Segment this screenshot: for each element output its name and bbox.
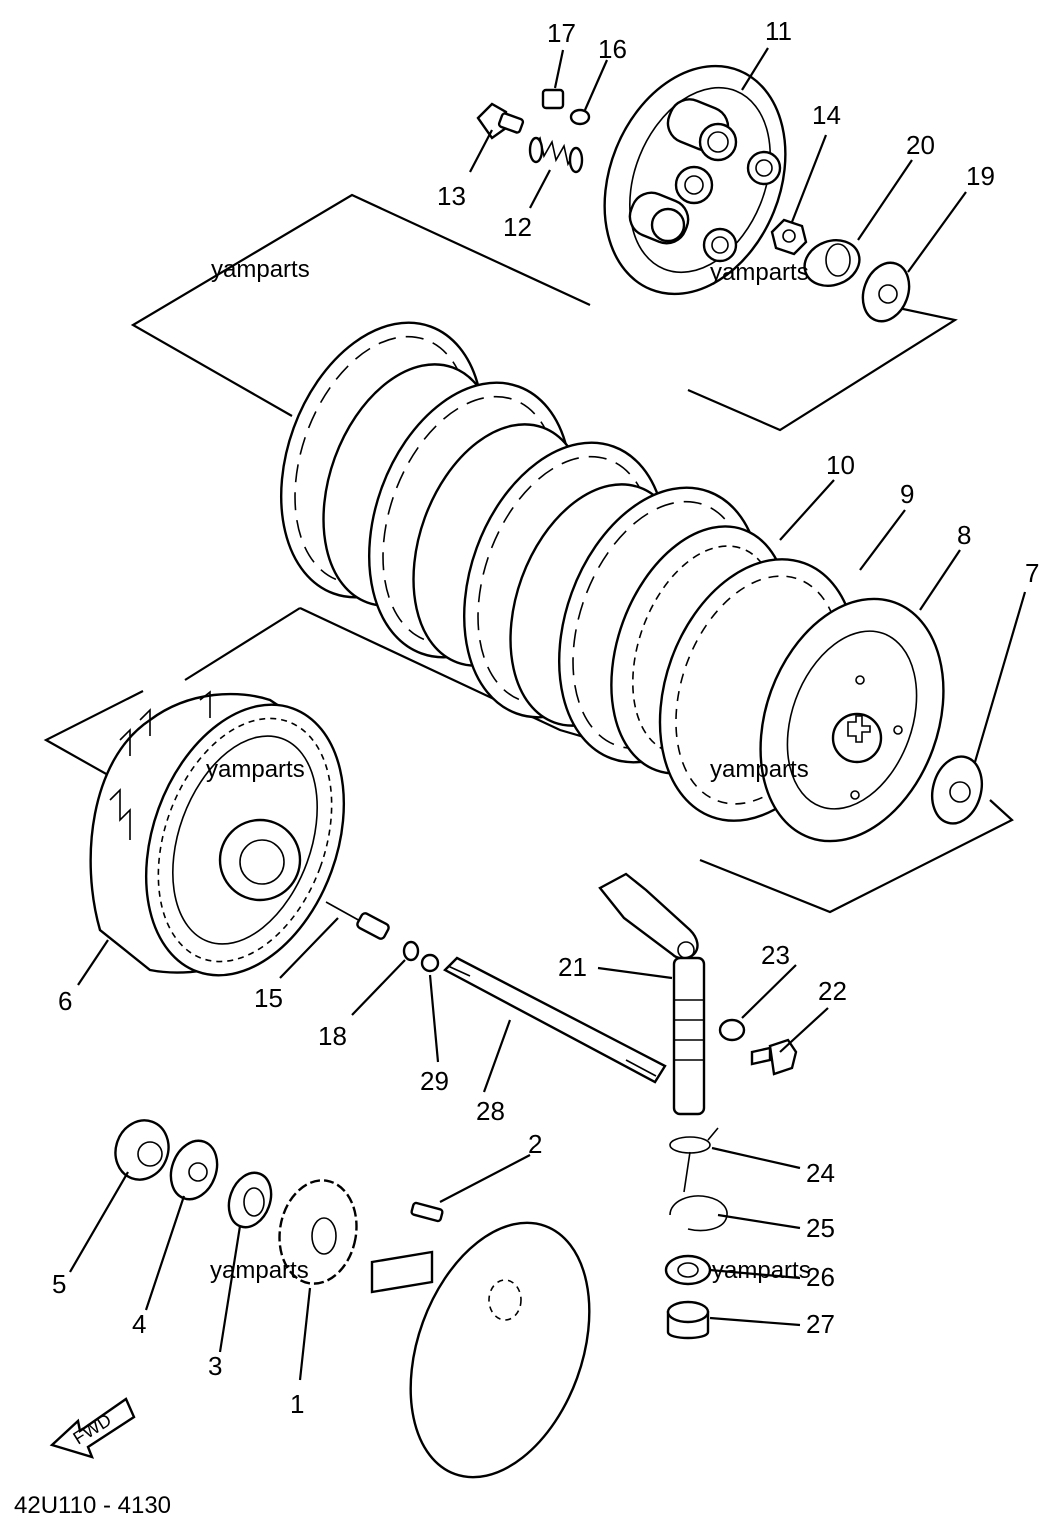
- lock-washer-7: [931, 755, 983, 825]
- drawing-code: 42U110 - 4130: [14, 1492, 171, 1519]
- watermark-text: yamparts: [210, 1257, 309, 1284]
- callout-29: 29: [420, 1066, 449, 1096]
- callout-6: 6: [58, 986, 72, 1016]
- spring-12: [528, 136, 584, 174]
- callout-14: 14: [812, 100, 841, 130]
- callout-7: 7: [1025, 558, 1039, 588]
- callout-10: 10: [826, 450, 855, 480]
- push-rod-28: [443, 956, 667, 1084]
- callout-18: 18: [318, 1021, 347, 1051]
- watermark-text: yamparts: [710, 259, 809, 286]
- callout-21: 21: [558, 952, 587, 982]
- callout-19: 19: [966, 161, 995, 191]
- callout-13: 13: [437, 181, 466, 211]
- watermark-text: yamparts: [211, 256, 310, 283]
- nut-17: [541, 88, 565, 110]
- callout-1: 1: [290, 1389, 304, 1419]
- callout-26: 26: [806, 1262, 835, 1292]
- oil-seal-26: [664, 1254, 712, 1286]
- fwd-direction-arrow: FWD: [49, 1397, 136, 1459]
- primary-drive-gear-1: [278, 1179, 358, 1285]
- callout-15: 15: [254, 983, 283, 1013]
- callout-23: 23: [761, 940, 790, 970]
- callout-2: 2: [528, 1129, 542, 1159]
- watermark-text: yamparts: [710, 756, 809, 783]
- callout-12: 12: [503, 212, 532, 242]
- watermark-text: yamparts: [206, 756, 305, 783]
- washer-23: [718, 1018, 746, 1042]
- callout-24: 24: [806, 1158, 835, 1188]
- lock-washer-19: [861, 261, 911, 323]
- callout-9: 9: [900, 479, 914, 509]
- nut-5: [114, 1119, 170, 1181]
- callout-20: 20: [906, 130, 935, 160]
- bearing-27: [666, 1300, 710, 1340]
- push-rod-15: [325, 901, 390, 940]
- screw-22: [750, 1038, 798, 1076]
- clutch-boss-8: [759, 597, 945, 843]
- nut-20: [803, 239, 861, 287]
- push-lever-shaft-21: [598, 872, 706, 1116]
- nut-14: [770, 218, 808, 256]
- callout-27: 27: [806, 1309, 835, 1339]
- callout-8: 8: [957, 520, 971, 550]
- key-2: [410, 1201, 444, 1223]
- callout-numbers: 17 16 11 13 12 14 20 19 10 9 8 7 6 15 18…: [52, 16, 1039, 1419]
- lower-assembly-outline: [43, 607, 1014, 914]
- circlip-25: [669, 1195, 728, 1232]
- watermarks: yamparts yamparts yamparts yamparts yamp…: [206, 256, 811, 1284]
- callout-16: 16: [598, 34, 627, 64]
- spring-24: [669, 1127, 719, 1193]
- callout-5: 5: [52, 1269, 66, 1299]
- crankshaft: [370, 1221, 591, 1479]
- callout-17: 17: [547, 18, 576, 48]
- watermark-text: yamparts: [712, 1257, 811, 1284]
- callout-22: 22: [818, 976, 847, 1006]
- callout-11: 11: [765, 16, 792, 46]
- lock-washer-4: [169, 1139, 219, 1201]
- bolt-13: [476, 102, 525, 140]
- callout-25: 25: [806, 1213, 835, 1243]
- upper-assembly-outline: [130, 193, 958, 432]
- leader-lines: [69, 47, 1027, 1381]
- callout-3: 3: [208, 1351, 222, 1381]
- clutch-housing-6: [89, 690, 346, 977]
- washer-3: [227, 1171, 273, 1229]
- pressure-plate: [603, 64, 787, 296]
- callout-28: 28: [476, 1096, 505, 1126]
- washer-16: [569, 108, 591, 126]
- callout-4: 4: [132, 1309, 146, 1339]
- washer-18: [402, 940, 420, 962]
- ball-29: [420, 953, 440, 973]
